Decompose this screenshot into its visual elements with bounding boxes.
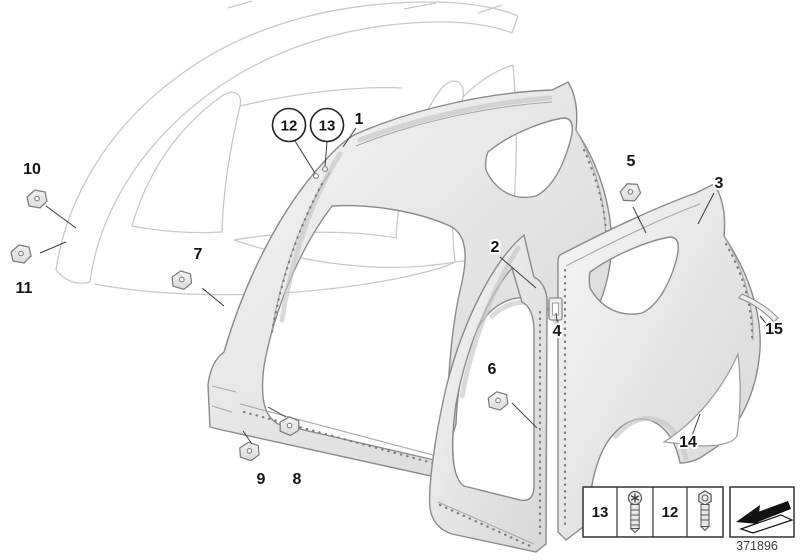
callout-5[interactable]: 5 [625,151,638,172]
direction-arrow-box [729,486,795,538]
callout-10[interactable]: 10 [21,159,43,180]
callout-9[interactable]: 9 [255,469,268,490]
callout-1[interactable]: 1 [353,109,366,130]
callout-6[interactable]: 6 [486,359,499,380]
callout-2[interactable]: 2 [489,237,502,258]
bracket-part11-art [10,244,32,264]
molding-strip-art [738,293,779,323]
fastener-legend: 13 12 [582,486,724,538]
callout-12[interactable]: 12 [271,107,307,143]
legend-part-12-label[interactable]: 12 [662,504,679,521]
callout-4[interactable]: 4 [551,321,564,342]
ghost-body-frame-art [55,0,519,296]
bracket-part9-art [237,440,262,463]
legend-part-13-label[interactable]: 13 [592,504,609,521]
callout-13[interactable]: 13 [309,107,345,143]
svg-text:13: 13 [319,118,336,135]
bracket-part7-art [170,269,194,291]
direction-arrow-icon [736,505,760,524]
clip-part-art [548,297,563,321]
hex-flange-screw-icon [698,490,712,532]
direction-sheet-outline [739,514,794,534]
torx-screw-icon [627,490,643,534]
protective-film-art [662,351,741,447]
side-frame-front-section-art [428,233,548,553]
svg-text:12: 12 [281,118,298,135]
leader-lines [39,127,770,445]
diagram-number: 371896 [736,539,778,553]
callout-8[interactable]: 8 [291,469,304,490]
bracket-part6-art [486,390,510,412]
callout-15[interactable]: 15 [763,319,785,340]
callout-11[interactable]: 11 [14,278,35,299]
body-side-frame-art [207,81,613,479]
bracket-part5-art [618,181,643,204]
callout-3[interactable]: 3 [713,173,726,194]
callout-7[interactable]: 7 [192,244,205,265]
bracket-part10-art [26,189,48,209]
callout-14[interactable]: 14 [677,432,699,453]
